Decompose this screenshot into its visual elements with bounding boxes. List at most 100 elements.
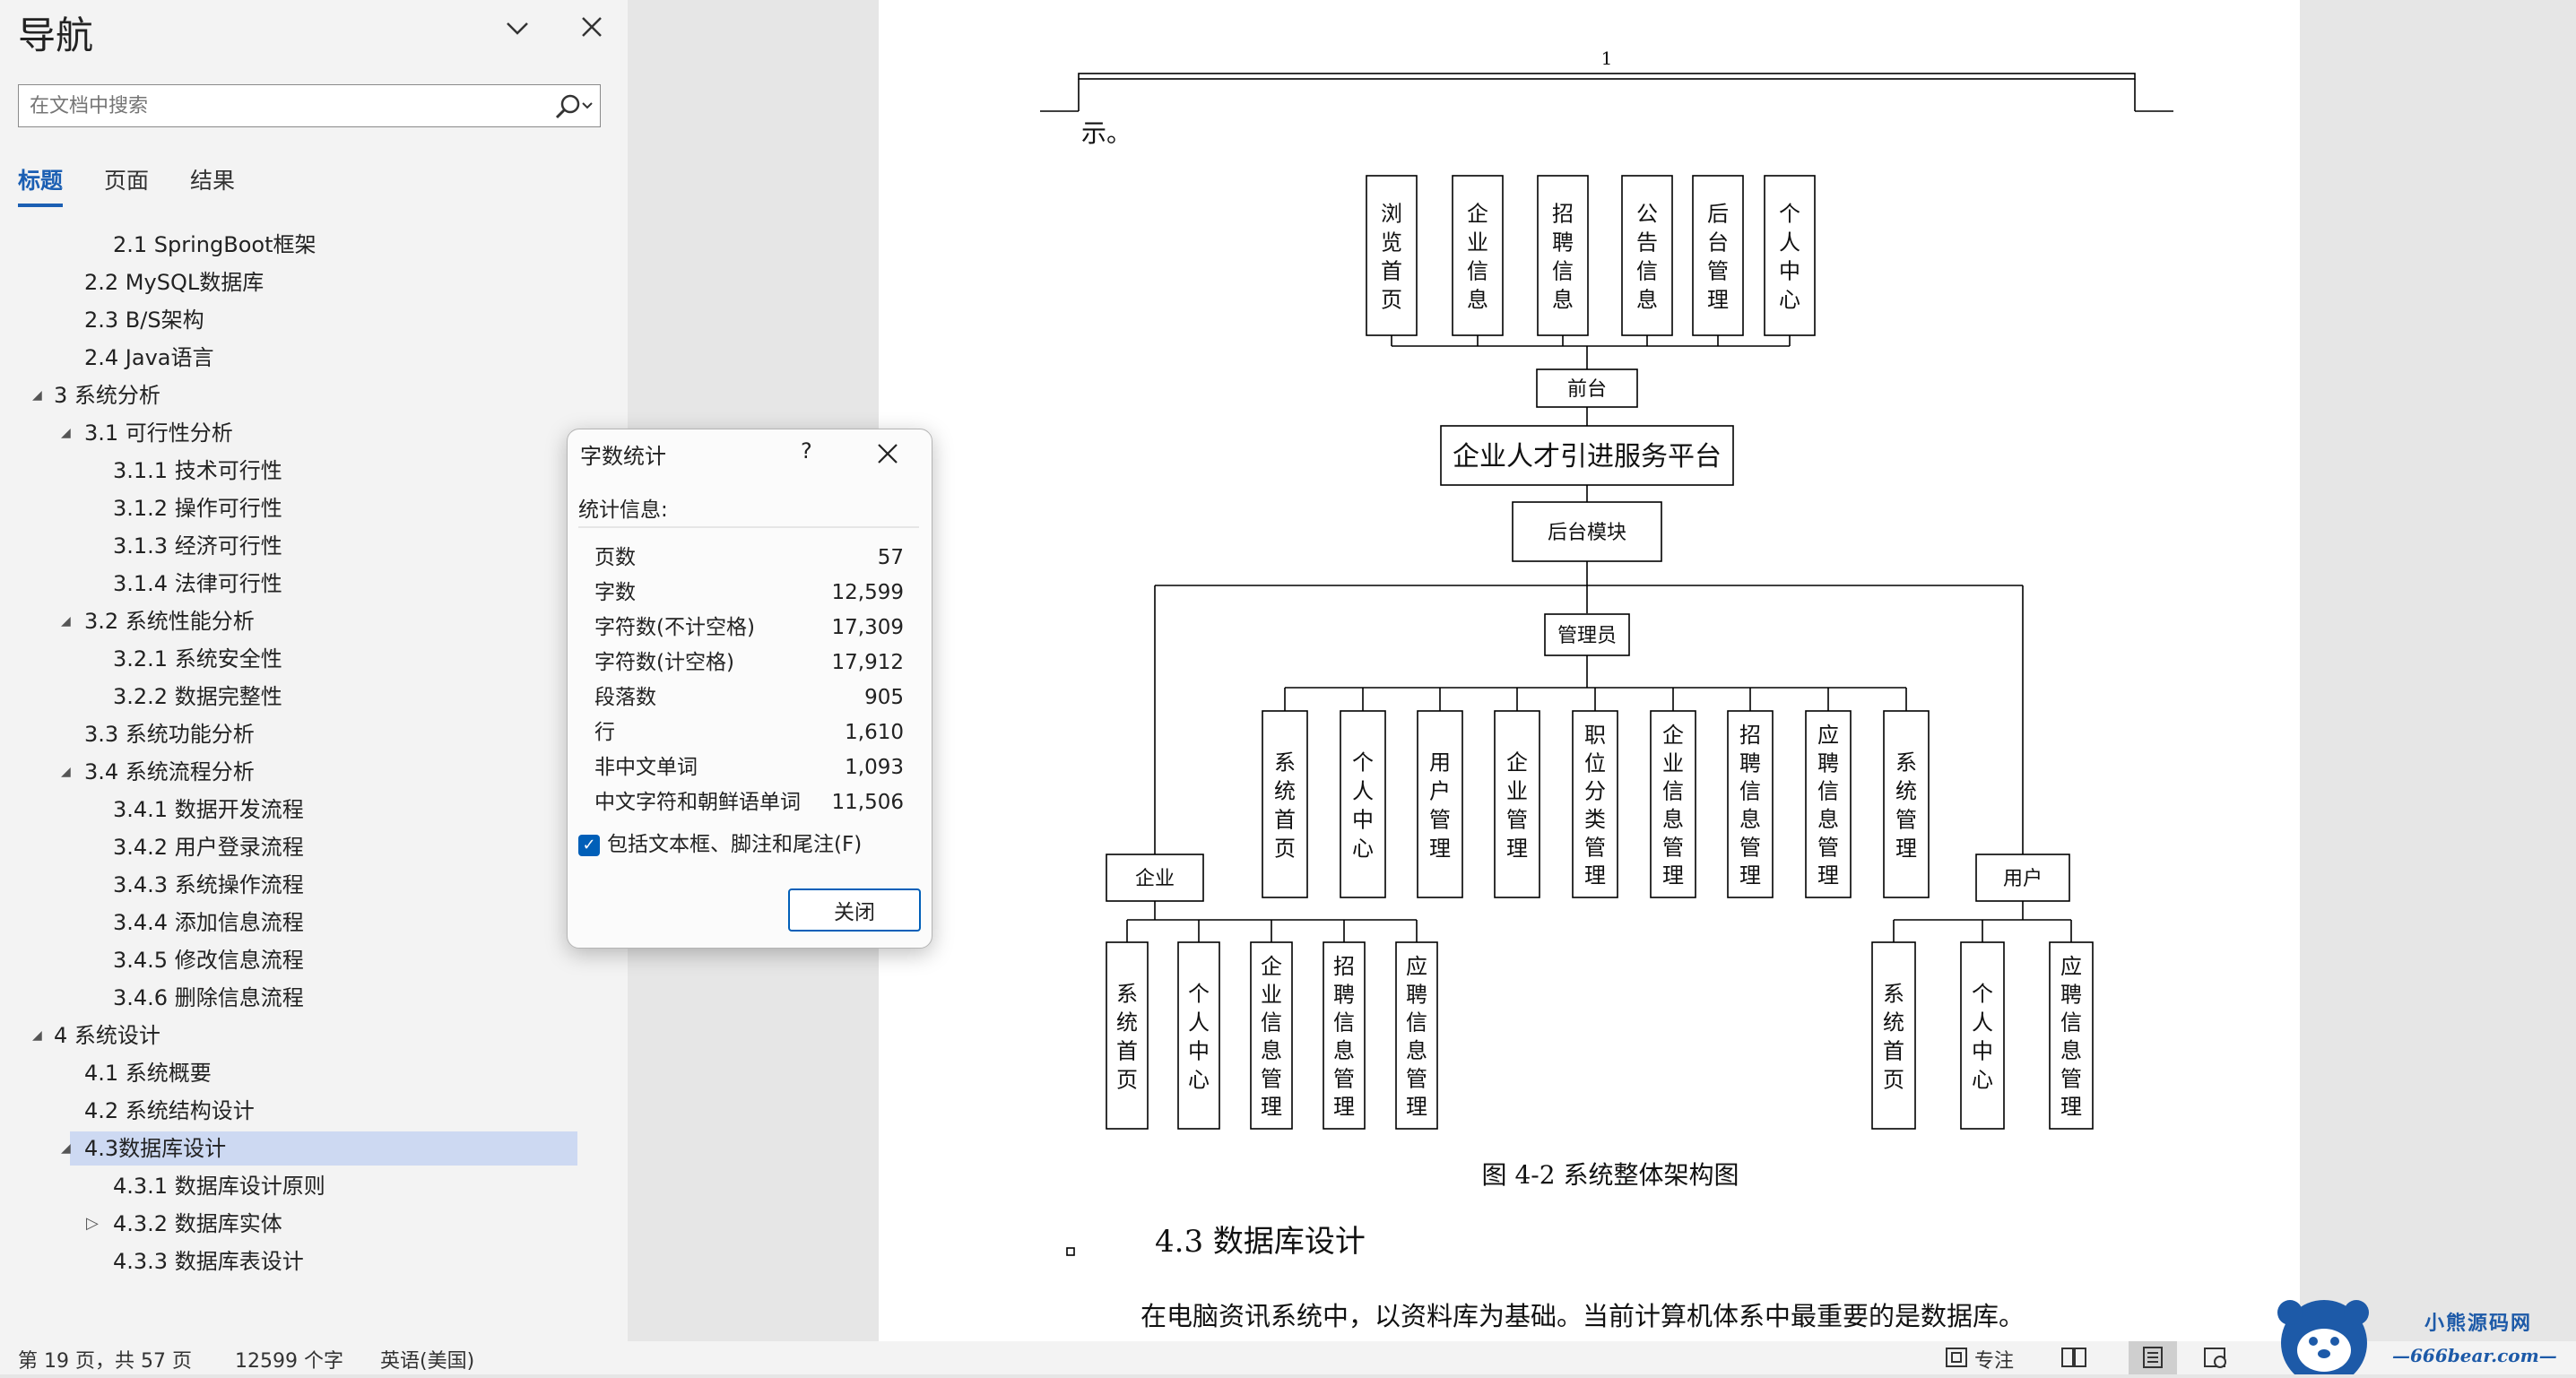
admin-child-node-label: 招聘信息管理 [1739,723,1761,888]
focus-mode-button[interactable] [1944,1346,1971,1374]
tree-item-label: 3.4.4 添加信息流程 [113,910,304,935]
stat-value: 17,309 [831,616,904,639]
tree-item-label: 3.4.3 系统操作流程 [113,872,304,897]
tree-item[interactable]: 4.3数据库设计 [70,1131,577,1166]
enterprise-child-node-label: 企业信息管理 [1261,954,1282,1120]
watermark-url: —666bear.com— [2392,1345,2557,1366]
tree-item[interactable]: 4.3.2 数据库实体 [113,1207,282,1241]
enterprise-child-node-label: 个人中心 [1188,982,1210,1093]
tree-item-label: 2.4 Java语言 [84,345,214,370]
tab-headings[interactable]: 标题 [18,168,64,194]
tree-item-label: 3.1.1 技术可行性 [113,458,282,483]
tree-item[interactable]: 3.1 可行性分析 [84,416,233,450]
statistics-divider [578,526,919,528]
stat-value: 17,912 [831,651,904,674]
stat-value: 12,599 [831,581,904,604]
admin-child-node [1417,710,1463,898]
admin-child-node-label: 职位分类管理 [1584,723,1606,888]
enterprise-child-node [1250,941,1293,1130]
checkmark-icon[interactable]: ✓ [578,834,600,856]
tree-item[interactable]: 3.1.4 法律可行性 [113,567,282,601]
admin-child-node-label: 企业管理 [1506,750,1528,862]
tree-item[interactable]: 3 系统分析 [54,378,160,412]
tree-item[interactable]: 3.4.6 删除信息流程 [113,981,304,1015]
nav-options-chevron-icon[interactable] [504,14,531,47]
tree-item[interactable]: 4.3.1 数据库设计原则 [113,1169,325,1203]
close-button[interactable]: 关闭 [788,888,921,932]
print-layout-icon[interactable] [2129,1341,2177,1374]
nav-search-box[interactable] [18,84,601,127]
tree-item[interactable]: 3.4.3 系统操作流程 [113,868,304,902]
document-content: 1示。浏览首页企业信息招聘信息公告信息后台管理个人中心前台企业人才引进服务平台后… [1040,48,2173,1331]
expand-arrow-icon[interactable]: ◢ [61,426,71,440]
expand-arrow-icon[interactable]: ◢ [32,388,42,403]
dialog-close-icon[interactable] [876,442,899,469]
help-button[interactable]: ? [801,438,812,464]
tree-item[interactable]: 3.4 系统流程分析 [84,755,255,789]
tree-item[interactable]: 3.4.5 修改信息流程 [113,943,304,977]
tree-item[interactable]: 2.4 Java语言 [84,341,214,375]
expand-arrow-icon[interactable]: ◢ [61,1141,71,1156]
dialog-title: 字数统计 [580,444,666,469]
tree-item[interactable]: 3.2.2 数据完整性 [113,680,282,714]
search-icon[interactable] [553,92,598,125]
nav-close-icon[interactable] [579,14,604,45]
user-child-node [1960,941,2005,1130]
include-footnotes-checkbox[interactable]: ✓包括文本框、脚注和尾注(F) [578,831,862,858]
expand-arrow-icon[interactable]: ◢ [32,1028,42,1043]
search-input[interactable] [30,92,532,119]
tree-item-label: 3.1.3 经济可行性 [113,533,282,559]
tree-item[interactable]: 3.1.2 操作可行性 [113,491,282,525]
stat-label: 页数 [594,546,636,569]
front-node [1621,175,1673,336]
read-mode-icon[interactable] [2060,1346,2087,1374]
focus-icon [1946,1348,1967,1367]
user-child-node-label: 个人中心 [1972,982,1993,1093]
stat-label: 段落数 [594,686,656,709]
stat-label: 字数 [594,581,636,604]
tree-item-label: 4.2 系统结构设计 [84,1098,255,1123]
tree-item[interactable]: 2.1 SpringBoot框架 [113,228,317,262]
tree-item[interactable]: 3.1.1 技术可行性 [113,454,282,488]
word-count-indicator[interactable]: 12599 个字 [235,1350,343,1373]
admin-child-node-label: 用户管理 [1429,750,1451,862]
tab-pages[interactable]: 页面 [104,168,150,194]
tree-item[interactable]: 3.4.1 数据开发流程 [113,793,304,827]
tree-item-label: 3.4.1 数据开发流程 [113,797,304,822]
tree-item[interactable]: 3.3 系统功能分析 [84,717,255,751]
expand-arrow-icon[interactable]: ◢ [61,765,71,779]
tree-item[interactable]: 4.2 系统结构设计 [84,1094,255,1128]
tree-item[interactable]: 3.4.4 添加信息流程 [113,906,304,940]
tree-item[interactable]: 3.1.3 经济可行性 [113,529,282,563]
tree-item-label: 4.3数据库设计 [84,1136,227,1161]
tab-results[interactable]: 结果 [190,168,236,194]
tree-item[interactable]: 4.3.3 数据库表设计 [113,1244,304,1278]
admin-node-box [1544,613,1630,656]
tree-item-label: 3.4 系统流程分析 [84,759,255,784]
tree-item[interactable]: 4 系统设计 [54,1018,160,1053]
enterprise-node-box [1106,854,1204,902]
tree-item-label: 4.3.1 数据库设计原则 [113,1174,325,1199]
focus-label[interactable]: 专注 [1974,1350,2015,1373]
tree-item[interactable]: 3.4.2 用户登录流程 [113,830,304,864]
tree-item[interactable]: 4.1 系统概要 [84,1056,212,1090]
front-node [1452,175,1504,336]
statistics-heading: 统计信息: [578,498,668,522]
web-layout-icon[interactable] [2202,1346,2229,1374]
language-indicator[interactable]: 英语(美国) [380,1350,475,1373]
enterprise-child-node-label: 应聘信息管理 [1406,954,1427,1120]
admin-child-node-label: 系统管理 [1895,750,1917,862]
admin-child-node [1572,710,1618,898]
expand-arrow-icon[interactable]: ◢ [61,614,71,628]
page-indicator[interactable]: 第 19 页，共 57 页 [18,1350,192,1373]
tree-item[interactable]: 3.2 系统性能分析 [84,604,255,638]
tree-item[interactable]: 3.2.1 系统安全性 [113,642,282,676]
tree-item[interactable]: 2.3 B/S架构 [84,303,204,337]
collapse-arrow-icon[interactable]: ▷ [86,1214,99,1233]
tree-item[interactable]: 2.2 MySQL数据库 [84,265,264,299]
